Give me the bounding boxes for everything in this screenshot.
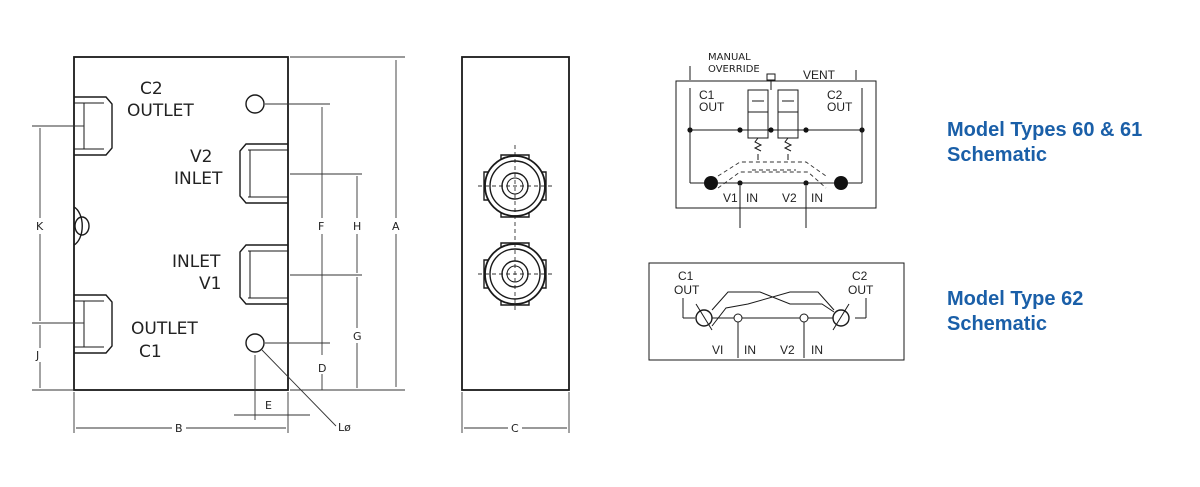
- override-label: OVERRIDE: [708, 64, 760, 75]
- heading-model-60-61: Model Types 60 & 61 Schematic: [947, 118, 1142, 168]
- sch1-v1-label: V1: [723, 191, 738, 205]
- dim-k-label: K: [36, 220, 44, 233]
- side-hole: [74, 216, 90, 236]
- heading-60-61-line2: Schematic: [947, 144, 1048, 166]
- sch1-c2-out-label: OUT: [827, 100, 853, 114]
- v2-inlet-port: [239, 143, 288, 204]
- dim-b-label: B: [175, 422, 183, 435]
- sch1-v2-label: V2: [782, 191, 797, 205]
- sch2-check-right: [832, 309, 850, 327]
- schematic-60-61-frame: [675, 80, 877, 209]
- c2-outlet-label: OUTLET: [127, 101, 194, 121]
- sch1-in2-label: IN: [811, 191, 823, 205]
- dim-c-label: C: [511, 422, 519, 435]
- check-valve-right: [834, 176, 848, 190]
- sch2-in2-label: IN: [811, 343, 823, 357]
- vent-label: VENT: [803, 68, 836, 82]
- check-valve-left: [704, 176, 718, 190]
- dim-h-label: H: [353, 220, 361, 233]
- manual-label: MANUAL: [708, 52, 751, 63]
- side-port-upper: [483, 154, 547, 218]
- sch1-c1-out-label: OUT: [699, 100, 725, 114]
- inlet-label: INLET: [172, 252, 221, 272]
- dim-j-label: J: [35, 349, 39, 362]
- front-view: C2 OUTLET V2 INLET INLET V1 OUTLET C1 A …: [32, 56, 405, 435]
- dim-f-label: F: [318, 220, 324, 233]
- mounting-hole-bottom: [245, 333, 265, 353]
- pilot-valve-pair: [747, 89, 799, 160]
- sch1-c2-label: C2: [827, 88, 843, 102]
- sch2-c2-label: C2: [852, 269, 868, 283]
- v1-label: V1: [199, 274, 221, 294]
- sch2-v2-label: V2: [780, 343, 795, 357]
- dim-e-label: E: [265, 399, 272, 412]
- sch2-in1-label: IN: [744, 343, 756, 357]
- side-hole-arc: [73, 206, 83, 246]
- schematic-62-frame: [648, 262, 905, 361]
- valve-body-outline: [73, 56, 289, 391]
- sch1-in1-label: IN: [746, 191, 758, 205]
- heading-60-61-line1: Model Types 60 & 61: [947, 119, 1143, 141]
- side-body-outline: [461, 56, 570, 391]
- c2-outlet-port: [74, 96, 113, 156]
- dim-a-label: A: [392, 220, 400, 233]
- heading-62-line2: Schematic: [947, 313, 1048, 335]
- v1-inlet-port: [239, 244, 288, 305]
- dim-l-label: Lø: [338, 421, 351, 434]
- side-view: C: [461, 56, 570, 435]
- sch2-v1-label: VI: [712, 343, 723, 357]
- dim-g-label: G: [353, 330, 362, 343]
- mounting-hole-top: [245, 94, 265, 114]
- v2-inlet-label: INLET: [174, 169, 223, 189]
- side-port-lower: [483, 242, 547, 306]
- outlet-label: OUTLET: [131, 319, 198, 339]
- c2-label: C2: [140, 79, 163, 99]
- sch2-c2-out-label: OUT: [848, 283, 874, 297]
- schematic-60-61: MANUAL OVERRIDE VENT C1 OUT C2 OUT: [675, 52, 877, 228]
- sch2-c1-label: C1: [678, 269, 694, 283]
- dim-d-label: D: [318, 362, 326, 375]
- v2-label: V2: [190, 147, 212, 167]
- c1-outlet-port: [74, 294, 113, 354]
- c1-label: C1: [139, 342, 162, 362]
- schematic-62: C1 OUT C2 OUT VI IN V2 IN: [648, 262, 905, 361]
- sch2-c1-out-label: OUT: [674, 283, 700, 297]
- sch1-c1-label: C1: [699, 88, 715, 102]
- sch2-check-left: [695, 309, 713, 327]
- heading-model-62: Model Type 62 Schematic: [947, 287, 1083, 337]
- heading-62-line1: Model Type 62: [947, 288, 1084, 310]
